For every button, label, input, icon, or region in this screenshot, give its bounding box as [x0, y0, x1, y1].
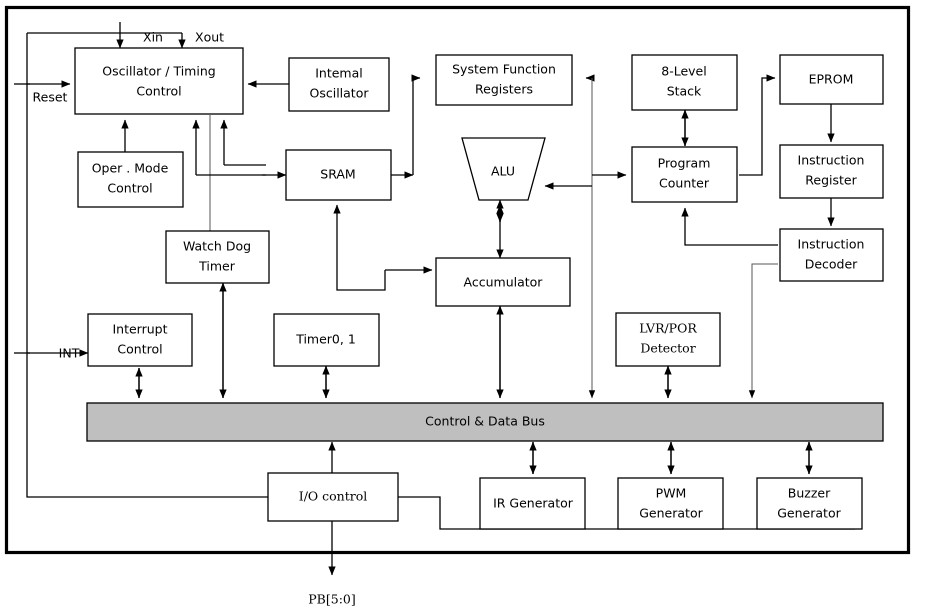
block-label-line1: Oscillator / Timing	[102, 64, 215, 79]
block-label-line2: Generator	[639, 506, 703, 521]
block-label-line1: Instruction	[798, 237, 865, 252]
bus-label: Control & Data Bus	[425, 414, 545, 429]
wire-acc-path-to-sram	[333, 204, 386, 291]
block-label-line1: Oper . Mode	[92, 161, 169, 176]
wire-id-to-pc	[681, 207, 778, 246]
block-stack[interactable]: 8-Level Stack	[631, 54, 738, 111]
block-label-line2: Oscillator	[310, 86, 370, 101]
block-label-line1: IR Generator	[493, 496, 574, 511]
block-label-line2: Registers	[475, 82, 533, 97]
wire-id-to-bus	[748, 263, 778, 399]
block-label-line1: LVR/POR	[639, 321, 697, 336]
block-eprom[interactable]: EPROM	[779, 54, 884, 105]
block-label-line2: Detector	[640, 341, 695, 356]
pin-label-xin: Xin	[143, 30, 163, 45]
control-data-bus[interactable]: Control & Data Bus	[86, 402, 884, 442]
block-label-line2: Generator	[777, 506, 841, 521]
block-label-line2: Control	[136, 84, 181, 99]
block-osc-timing[interactable]: Oscillator / Timing Control	[74, 47, 244, 115]
block-alu[interactable]: ALU	[461, 137, 546, 201]
block-internal-oscillator[interactable]: Intemal Oscillator	[288, 57, 390, 112]
block-watch-dog-timer[interactable]: Watch Dog Timer	[165, 230, 270, 284]
block-label-line1: Timer0, 1	[295, 332, 356, 347]
pin-label-int: INT	[59, 346, 80, 361]
chip-outline	[4, 5, 911, 555]
block-label-line1: Interrupt	[112, 322, 167, 337]
block-label-line2: Timer	[198, 259, 236, 274]
block-label-line1: 8-Level	[661, 64, 706, 79]
block-label-line1: ALU	[491, 164, 515, 179]
pin-label-reset: Reset	[33, 90, 68, 105]
block-ir-generator[interactable]: IR Generator	[479, 477, 586, 530]
block-buzzer-generator[interactable]: Buzzer Generator	[756, 477, 863, 530]
block-label-line1: SRAM	[320, 167, 355, 182]
block-label-line1: Accumulator	[464, 275, 544, 290]
block-label-line1: I/O control	[299, 489, 367, 504]
block-lvr-por-detector[interactable]: LVR/POR Detector	[615, 312, 721, 367]
block-instruction-register[interactable]: Instruction Register	[779, 144, 884, 199]
pin-label-xout: Xout	[195, 30, 224, 45]
block-label-line1: Intemal	[315, 66, 363, 81]
pin-label-pb: PB[5:0]	[308, 592, 355, 607]
block-io-control[interactable]: I/O control	[267, 472, 399, 522]
block-label-line1: Buzzer	[788, 486, 831, 501]
block-sram[interactable]: SRAM	[285, 149, 392, 201]
block-label-line2: Register	[805, 173, 857, 188]
block-label-line1: EPROM	[809, 72, 854, 87]
wire-layer	[14, 22, 855, 576]
block-timer01[interactable]: Timer0, 1	[273, 313, 380, 367]
block-label-line2: Stack	[667, 84, 702, 99]
block-label-line1: Program	[658, 156, 711, 171]
block-label-line2: Counter	[659, 176, 710, 191]
block-program-counter[interactable]: Program Counter	[631, 146, 738, 203]
block-pwm-generator[interactable]: PWM Generator	[617, 477, 724, 530]
block-label-line2: Control	[107, 181, 152, 196]
wire-io-feedback-rail	[26, 33, 268, 498]
block-instruction-decoder[interactable]: Instruction Decoder	[779, 228, 884, 282]
block-label-line2: Control	[117, 342, 162, 357]
block-accumulator[interactable]: Accumulator	[435, 257, 571, 307]
block-oper-mode-control[interactable]: Oper . Mode Control	[77, 151, 184, 208]
wire-pc-to-eprom	[739, 74, 776, 176]
block-label-line2: Decoder	[805, 257, 858, 272]
block-label-line1: Watch Dog	[183, 239, 251, 254]
block-interrupt-control[interactable]: Interrupt Control	[87, 313, 193, 367]
block-system-function-registers[interactable]: System Function Registers	[435, 54, 573, 106]
block-label-line1: Instruction	[798, 153, 865, 168]
block-label-line1: System Function	[452, 62, 556, 77]
block-label-line1: PWM	[656, 486, 687, 501]
